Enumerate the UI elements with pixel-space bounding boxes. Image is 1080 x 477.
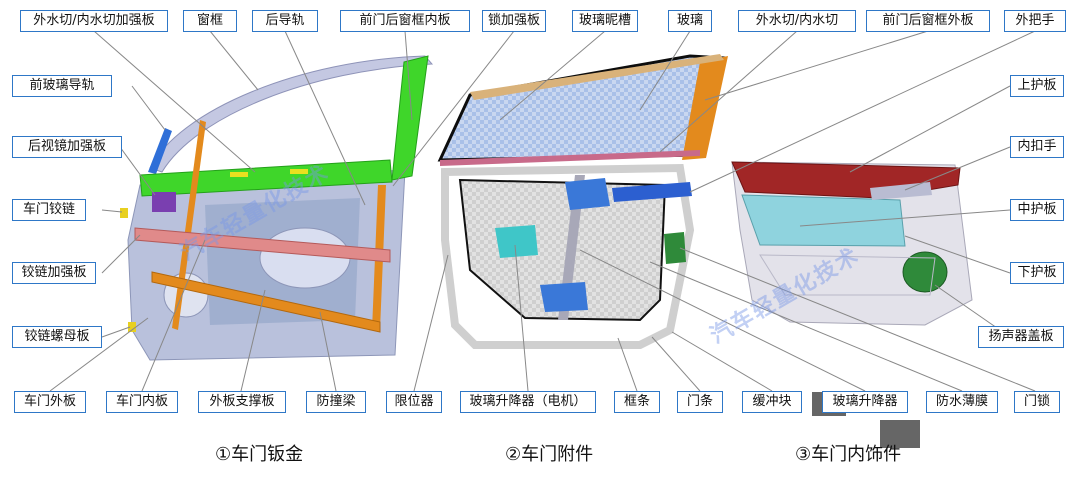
label-window-regulator-motor: 玻璃升降器（电机） <box>460 391 596 413</box>
label-front-glass-guide: 前玻璃导轨 <box>12 75 112 97</box>
label-door-outer-panel: 车门外板 <box>14 391 86 413</box>
label-belt-reinforcement: 外水切/内水切加强板 <box>20 10 168 32</box>
label-bumper-block: 缓冲块 <box>742 391 802 413</box>
label-frame-strip: 框条 <box>614 391 660 413</box>
caption-interior-trim: ③车门内饰件 <box>795 444 902 465</box>
door-accessories <box>437 54 728 349</box>
label-window-regulator: 玻璃升降器 <box>822 391 908 413</box>
leader-lines <box>49 30 1036 392</box>
label-upper-trim: 上护板 <box>1010 75 1064 97</box>
label-middle-trim: 中护板 <box>1010 199 1064 221</box>
window-frame <box>149 55 434 173</box>
label-inner-handle: 内扣手 <box>1010 136 1064 158</box>
belt-reinforcement <box>139 159 393 197</box>
label-impact-beam: 防撞梁 <box>306 391 366 413</box>
label-rear-guide: 后导轨 <box>252 10 318 32</box>
label-door-check: 限位器 <box>386 391 442 413</box>
label-mirror-reinforcement: 后视镜加强板 <box>12 136 122 158</box>
caption-accessories: ②车门附件 <box>505 444 594 465</box>
label-door-inner-panel: 车门内板 <box>106 391 178 413</box>
impact-beam <box>151 271 381 333</box>
watermark-block <box>880 420 920 448</box>
label-outer-support-plate: 外板支撑板 <box>198 391 286 413</box>
door-interior-trim <box>731 161 973 326</box>
front-glass-guide <box>148 128 172 174</box>
label-belt-moulding: 外水切/内水切 <box>738 10 856 32</box>
label-lower-trim: 下护板 <box>1010 262 1064 284</box>
label-glass: 玻璃 <box>668 10 712 32</box>
label-rear-frame-outer: 前门后窗框外板 <box>866 10 990 32</box>
label-glass-run: 玻璃昵槽 <box>572 10 638 32</box>
rear-frame-inner <box>391 55 429 181</box>
label-speaker-cover: 扬声器盖板 <box>978 326 1064 348</box>
label-waterproof-membrane: 防水薄膜 <box>926 391 998 413</box>
label-door-seal: 门条 <box>677 391 723 413</box>
speaker-cover <box>902 251 948 293</box>
door-sheet-metal <box>120 55 434 361</box>
label-hinge-reinforcement: 铰链加强板 <box>12 262 96 284</box>
label-door-hinge: 车门铰链 <box>12 199 86 221</box>
label-outer-handle: 外把手 <box>1004 10 1066 32</box>
middle-trim <box>741 194 906 247</box>
label-hinge-nut-plate: 铰链螺母板 <box>12 326 102 348</box>
label-lock-reinforcement: 锁加强板 <box>482 10 546 32</box>
label-door-lock: 门锁 <box>1014 391 1060 413</box>
label-rear-frame-inner: 前门后窗框内板 <box>340 10 470 32</box>
label-window-frame: 窗框 <box>183 10 237 32</box>
caption-sheet-metal: ①车门钣金 <box>215 444 304 465</box>
upper-beam <box>134 227 391 263</box>
